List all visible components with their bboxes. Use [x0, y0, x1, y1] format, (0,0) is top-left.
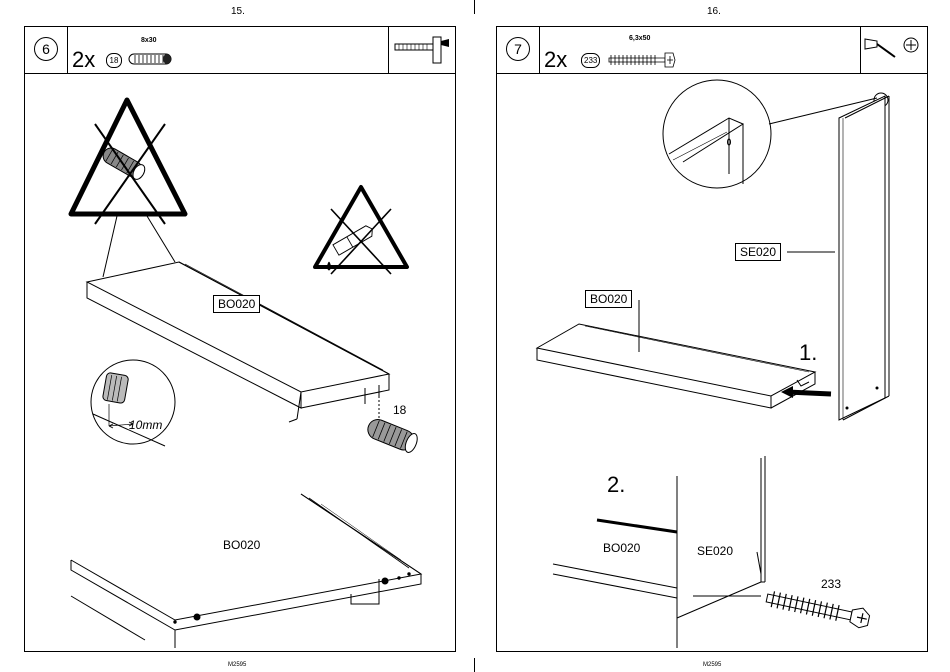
no-hammer-warning-icon: [71, 100, 185, 224]
top-cut-mark: [474, 0, 475, 14]
screw-233-drawing: [765, 588, 871, 629]
dowel-18-drawing: [365, 416, 420, 454]
bottom-board-label: BO020: [223, 538, 260, 552]
screwdriver-icon: [861, 27, 927, 73]
left-assembly-drawing: [25, 74, 457, 654]
side-panel-drawing: [839, 96, 889, 420]
right-page-number: 16.: [707, 6, 721, 17]
measurement-label: 10mm: [129, 418, 162, 432]
tool-cell: [860, 27, 927, 73]
side-panel-label: SE020: [735, 243, 781, 261]
step-one-label: 1.: [799, 340, 817, 366]
dowel-callout: 18: [393, 403, 406, 417]
shelf-board-label: BO020: [585, 290, 632, 308]
step-two-label: 2.: [607, 472, 625, 498]
left-illustration-area: BO020 10mm 18 BO020: [25, 74, 455, 651]
right-instruction-page: 7 2x 233 6,3x50: [496, 26, 928, 652]
top-board-label: BO020: [213, 295, 260, 313]
shelf-board-drawing: [537, 324, 815, 408]
detail-side-label: SE020: [697, 544, 733, 558]
left-page-number: 15.: [231, 6, 245, 17]
step-header: 7 2x 233 6,3x50: [497, 27, 927, 74]
right-illustration-area: SE020 BO020 1. 2. BO020 SE020 233: [497, 74, 927, 651]
right-assembly-drawing: [497, 74, 929, 654]
no-glue-warning-icon: [315, 187, 407, 274]
hammer-icon: [389, 27, 455, 73]
left-footer-code: M2595: [228, 662, 246, 668]
step-header: 6 2x 18 8x30: [25, 27, 455, 74]
bottom-cut-mark: [474, 658, 475, 672]
tool-cell: [388, 27, 455, 73]
right-footer-code: M2595: [703, 662, 721, 668]
bottom-board-drawing: [71, 494, 421, 648]
dowel-depth-detail: [91, 360, 175, 446]
detail-board-label: BO020: [603, 541, 640, 555]
left-instruction-page: 6 2x 18 8x30: [24, 26, 456, 652]
screw-callout: 233: [821, 577, 841, 591]
